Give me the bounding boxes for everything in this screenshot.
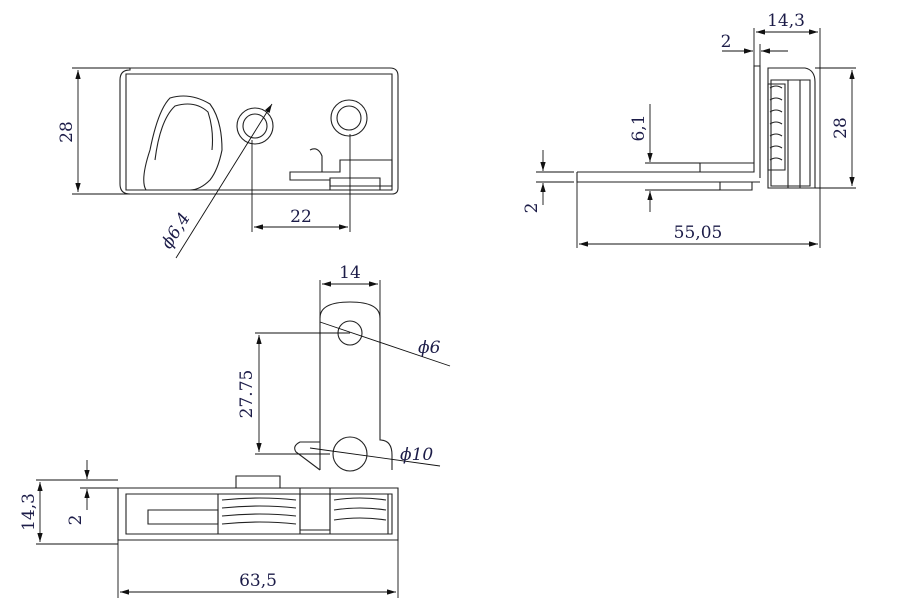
top-view [117, 301, 399, 541]
dim-hole-diameter-6-4: ϕ6,4 [157, 209, 194, 252]
side-view-dimensions: 14,3 2 6,1 28 2 55,05 [522, 11, 856, 248]
dim-height-28: 28 [57, 121, 77, 143]
dim-offset-6-1: 6,1 [629, 114, 649, 141]
dim-hole-small-6: ϕ6 [418, 338, 441, 358]
front-view [119, 67, 399, 195]
side-view [576, 65, 816, 191]
dim-arm-thickness-2: 2 [522, 203, 542, 214]
front-view-dimensions: 28 22 ϕ6,4 [57, 67, 351, 259]
dim-hole-distance-27-75: 27.75 [237, 370, 257, 419]
dim-height-28-side: 28 [831, 117, 851, 139]
dim-height-14-3: 14,3 [19, 493, 39, 531]
dim-plate-thickness-2: 2 [721, 32, 732, 52]
dim-length-63-5: 63,5 [239, 571, 277, 591]
top-view-dimensions: 14 ϕ6 27.75 ϕ10 14,3 2 63,5 [19, 263, 451, 598]
dim-thickness-2: 2 [66, 515, 86, 526]
dim-depth-14-3: 14,3 [767, 11, 805, 31]
dim-length-55-05: 55,05 [674, 223, 723, 243]
dim-hole-spacing-22: 22 [290, 207, 312, 227]
dim-hole-large-10: ϕ10 [400, 445, 433, 465]
dim-arm-width-14: 14 [339, 263, 361, 283]
